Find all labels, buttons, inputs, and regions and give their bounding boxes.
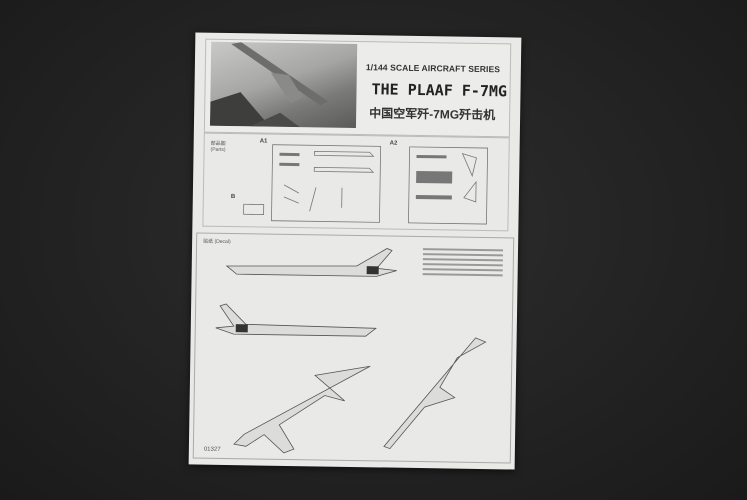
kit-title: THE PLAAF F-7MG [371, 80, 508, 101]
series-label: 1/144 SCALE AIRCRAFT SERIES [365, 62, 501, 75]
decal-panel: 贴纸 (Decal) 01327 [192, 232, 515, 464]
jet-bottom-view [383, 337, 487, 450]
jet-photo-illustration [209, 42, 329, 128]
parts-panel: 部品图 (Parts) A1 A2 B [202, 132, 510, 232]
sprue-drawings [243, 144, 489, 225]
kit-number: 01327 [203, 446, 221, 453]
box-art-photo [209, 41, 358, 128]
header-panel: 1/144 SCALE AIRCRAFT SERIES THE PLAAF F-… [203, 38, 512, 138]
kit-title-chinese: 中国空军歼-7MG歼击机 [369, 106, 496, 123]
jet-top-view [233, 365, 371, 454]
jet-side-view-right [215, 303, 377, 337]
instruction-sheet: 1/144 SCALE AIRCRAFT SERIES THE PLAAF F-… [188, 32, 522, 470]
aircraft-profile-drawings [215, 248, 487, 454]
